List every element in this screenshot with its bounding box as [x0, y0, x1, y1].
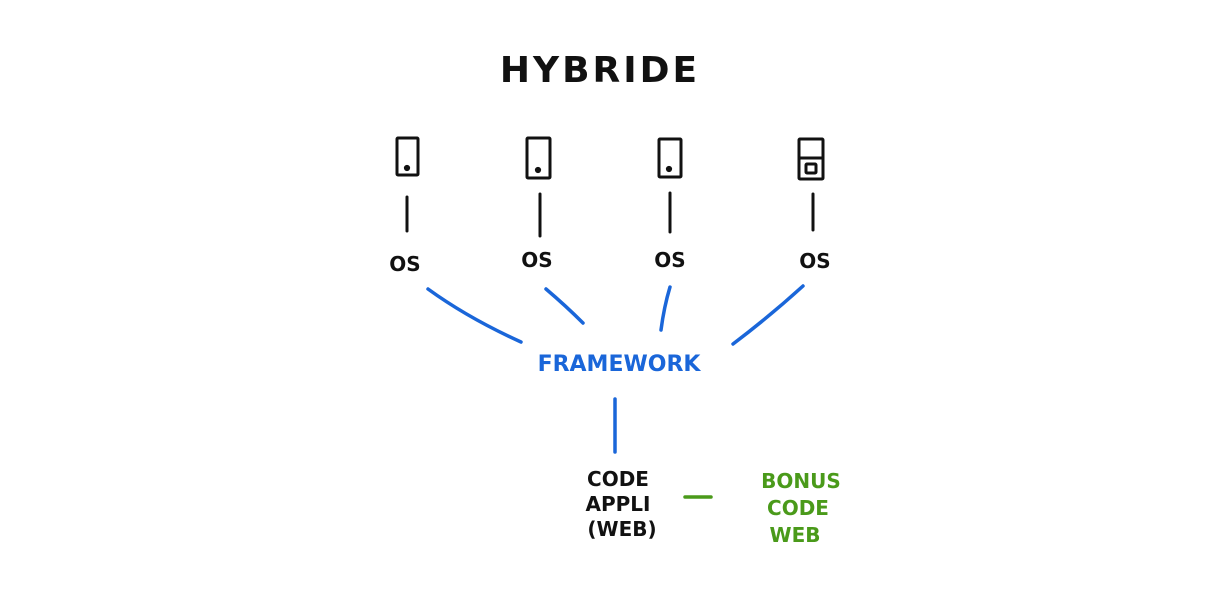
- os-label: OS: [389, 252, 420, 276]
- bonus-block: BONUS CODE WEB: [761, 469, 841, 547]
- app-code-line-3: (WEB): [587, 517, 656, 541]
- os-label: OS: [654, 248, 685, 272]
- device-1: OS: [389, 136, 421, 276]
- app-code-block: CODE APPLI (WEB): [586, 467, 657, 541]
- phone-icon: [657, 137, 683, 179]
- os-label: OS: [521, 248, 552, 272]
- connector-os1-framework: [426, 287, 523, 344]
- framework-connectors: [426, 284, 805, 346]
- diagram-title: HYBRIDE: [500, 50, 700, 91]
- framework-label: FRAMEWORK: [538, 352, 702, 377]
- app-code-line-2: APPLI: [586, 492, 651, 516]
- bonus-line-2: CODE: [767, 496, 829, 520]
- connector-os3-framework: [659, 285, 672, 332]
- connector-os4-framework: [731, 284, 805, 346]
- keypad-phone-icon: [797, 137, 825, 181]
- app-code-line-1: CODE: [587, 467, 649, 491]
- connector-os2-framework: [544, 287, 585, 325]
- device-3: OS: [654, 137, 686, 272]
- device-2: OS: [521, 136, 553, 272]
- phone-icon: [395, 136, 420, 177]
- device-4: OS: [797, 137, 831, 273]
- bonus-line-3: WEB: [770, 523, 821, 547]
- phone-icon: [525, 136, 552, 180]
- os-label: OS: [799, 249, 830, 273]
- bonus-line-1: BONUS: [761, 469, 841, 493]
